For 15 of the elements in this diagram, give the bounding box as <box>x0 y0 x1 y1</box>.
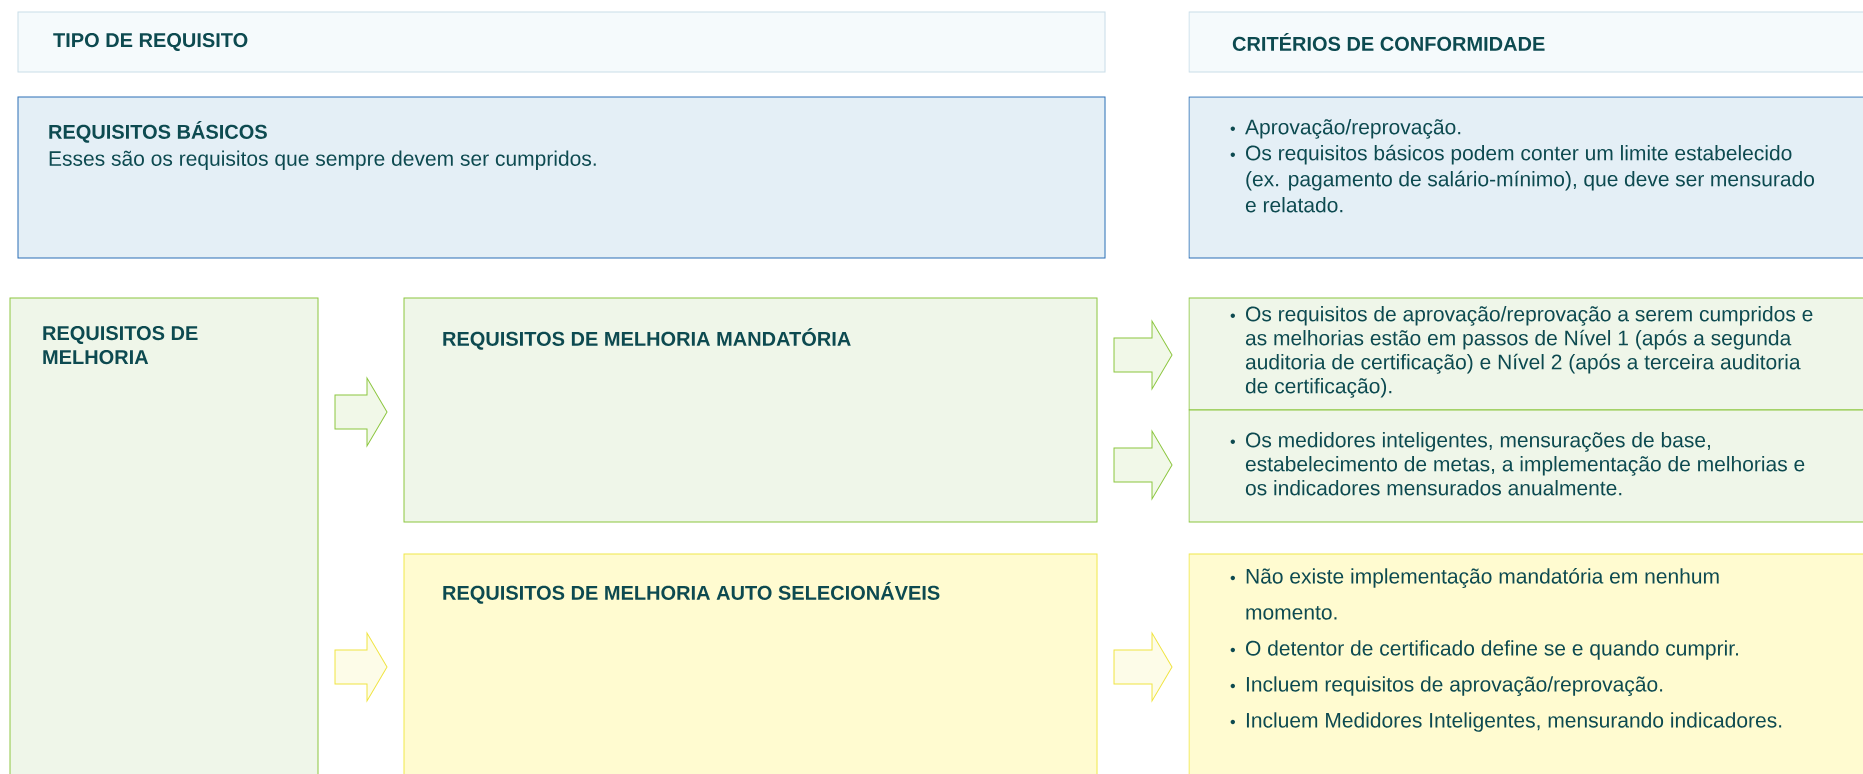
criteria-box: Os requisitos de aprovação/reprovação a serem cumpridos e as melhorias estão em passos de Nível 1 (após a segunda auditoria de certificação) e Nível 2 (após a terceira auditoria de certificação). <box>1188 297 1863 411</box>
requirement-box: REQUISITOS DE MELHORIA <box>9 297 319 774</box>
requirement-box: REQUISITOS BÁSICOS Esses são os requisitos que sempre devem ser cumpridos. <box>17 96 1106 259</box>
block-arrow <box>1113 320 1173 390</box>
criteria-box: Não existe implementação mandatória em nenhum momento. O detentor de certificado define se e quando cumprir. Incluem requisitos de aprovação/reprovação. Incluem Medidores Inteligentes, mensurando indicadores. <box>1188 553 1863 774</box>
block-arrow <box>334 377 388 447</box>
requirement-box: REQUISITOS DE MELHORIA AUTO SELECIONÁVEIS <box>403 553 1098 774</box>
criteria-box: Os medidores inteligentes, mensurações de base, estabelecimento de metas, a implementação de melhorias e os indicadores mensurados anualmente. <box>1188 409 1863 523</box>
criteria-box: Aprovação/reprovação. Os requisitos básicos podem conter um limite estabelecido (ex. pagamento de salário-mínimo), que deve ser mensurado e relatado. <box>1188 96 1863 259</box>
column-header: TIPO DE REQUISITO <box>17 11 1106 73</box>
block-arrow <box>1113 430 1173 500</box>
requirement-box: REQUISITOS DE MELHORIA MANDATÓRIA <box>403 297 1098 523</box>
block-arrow <box>1113 632 1173 702</box>
block-arrow <box>334 632 388 702</box>
column-header: CRITÉRIOS DE CONFORMIDADE <box>1188 11 1863 73</box>
